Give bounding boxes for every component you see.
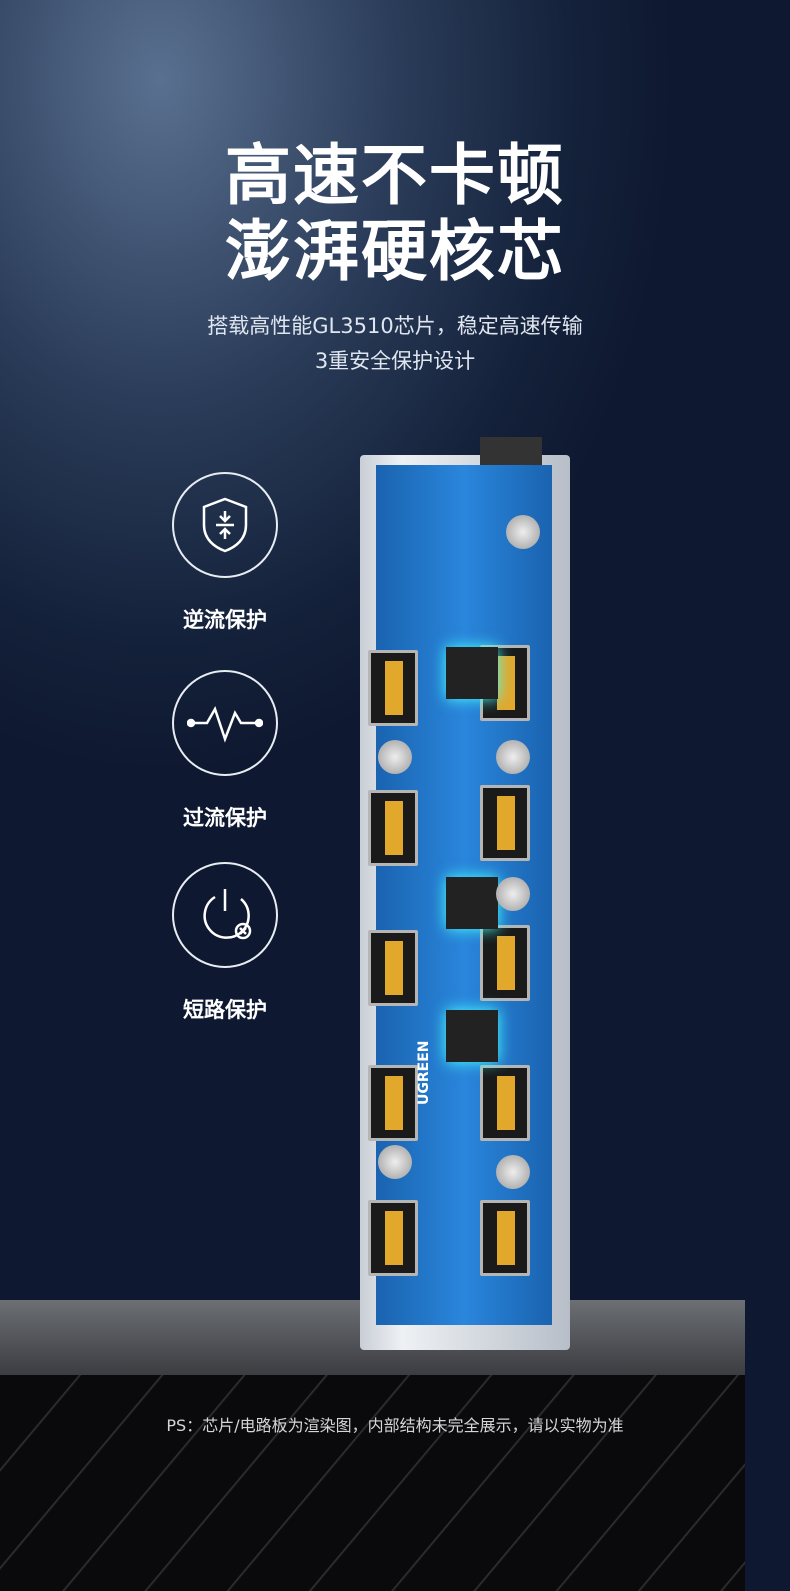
capacitor: [496, 740, 530, 774]
feature-label: 过流保护: [183, 806, 267, 830]
usb-hub-product-image: UGREEN: [360, 437, 570, 1350]
usb-port: [480, 1200, 530, 1276]
shield-backflow-icon: [172, 472, 278, 578]
capacitor: [378, 1145, 412, 1179]
chip: [446, 647, 498, 699]
marble-pedestal-front: [0, 1375, 745, 1591]
usb-port: [368, 650, 418, 726]
usb-port: [480, 785, 530, 861]
usb-port: [480, 925, 530, 1001]
disclaimer: PS：芯片/电路板为渲染图，内部结构未完全展示，请以实物为准: [166, 1416, 624, 1435]
usb-port: [480, 1065, 530, 1141]
brand-logo: UGREEN: [416, 1040, 432, 1105]
capacitor: [378, 740, 412, 774]
headline-line1: 高速不卡顿: [225, 137, 565, 214]
feature-overcurrent: 过流保护: [170, 670, 280, 832]
circuit-board: UGREEN: [368, 465, 552, 1325]
feature-label: 短路保护: [183, 998, 267, 1022]
feature-backflow: 逆流保护: [170, 472, 280, 634]
subtitle-line1: 搭载高性能GL3510芯片，稳定高速传输: [207, 314, 583, 338]
usb-port: [368, 1065, 418, 1141]
headline-line2: 澎湃硬核芯: [225, 213, 565, 290]
usb-port: [368, 790, 418, 866]
feature-short-circuit: 短路保护: [170, 862, 280, 1024]
capacitor: [496, 877, 530, 911]
current-wave-icon: [172, 670, 278, 776]
capacitor: [496, 1155, 530, 1189]
usb-port: [368, 930, 418, 1006]
subtitle-line2: 3重安全保护设计: [314, 349, 476, 373]
usb-port: [368, 1200, 418, 1276]
chip: [446, 1010, 498, 1062]
feature-label: 逆流保护: [183, 608, 267, 632]
capacitor: [506, 515, 540, 549]
chip: [446, 877, 498, 929]
power-short-icon: [172, 862, 278, 968]
